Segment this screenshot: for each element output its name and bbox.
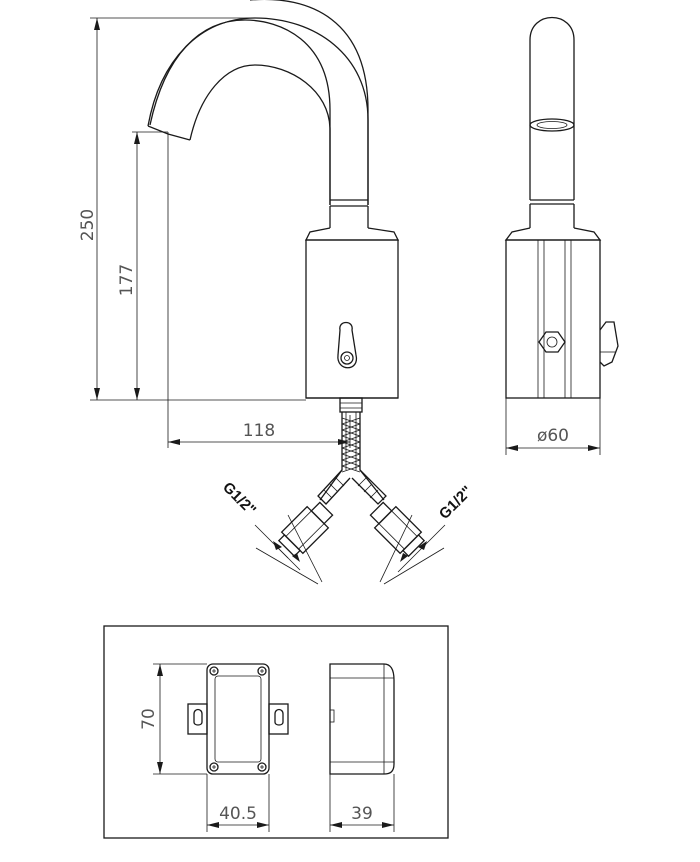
keyhole-icon xyxy=(193,708,203,726)
dimension-diameter xyxy=(505,398,601,455)
lever-handle xyxy=(337,321,357,369)
spout-outer-curve xyxy=(149,19,331,205)
dimension-70 xyxy=(153,663,207,775)
dimension-118-label: 118 xyxy=(243,421,275,441)
thread-dimension-right xyxy=(379,514,446,585)
faucet-body xyxy=(305,239,399,399)
side-sensor-hex xyxy=(538,331,566,353)
braided-hoses xyxy=(317,412,387,505)
dimension-118 xyxy=(167,132,351,448)
dimension-177 xyxy=(132,131,168,400)
side-spout-outlet xyxy=(529,118,575,132)
mounting-tab-left xyxy=(187,703,208,735)
screw-icon xyxy=(257,666,267,676)
faucet-side-view xyxy=(504,17,619,399)
dimension-40-5 xyxy=(206,774,270,832)
body-top-chamfer xyxy=(304,227,400,241)
thread-label-left: G1/2" xyxy=(219,479,259,519)
side-body xyxy=(505,239,601,399)
control-box-cover xyxy=(214,675,262,763)
dimension-250-label: 250 xyxy=(78,209,98,241)
mounting-tab-right xyxy=(268,703,289,735)
dimension-diameter-label: ø60 xyxy=(537,426,569,446)
spout-top-arc xyxy=(147,17,369,205)
hose-connector xyxy=(339,397,363,413)
side-lever xyxy=(599,321,619,367)
screw-icon xyxy=(209,762,219,772)
control-box-side-body xyxy=(329,663,395,775)
control-box-body xyxy=(206,663,270,775)
thread-dimension-left xyxy=(254,514,323,585)
dimension-250 xyxy=(90,17,306,401)
control-box-front xyxy=(187,663,289,775)
right-nut-fitting xyxy=(369,501,426,558)
screw-icon xyxy=(257,762,267,772)
spout-under-arc xyxy=(189,64,331,205)
dimension-39 xyxy=(329,774,395,832)
dimension-39-label: 39 xyxy=(351,804,373,824)
faucet-front-view xyxy=(147,0,400,413)
hose-braid-hatch xyxy=(341,417,361,473)
control-box-side xyxy=(329,663,395,775)
left-nut-fitting xyxy=(277,501,334,558)
dimension-70-label: 70 xyxy=(139,708,159,730)
control-box-panel xyxy=(103,625,449,839)
lever-pivot-inner xyxy=(344,355,350,361)
dimension-40-5-label: 40.5 xyxy=(219,804,257,824)
keyhole-icon xyxy=(274,708,284,726)
dimension-177-label: 177 xyxy=(117,264,137,296)
spout-inner-curve xyxy=(250,0,369,205)
side-spout xyxy=(529,17,575,200)
screw-icon xyxy=(209,666,219,676)
lever-pivot xyxy=(340,351,354,365)
spout-tip xyxy=(147,125,191,141)
thread-label-right: G1/2" xyxy=(436,483,476,523)
